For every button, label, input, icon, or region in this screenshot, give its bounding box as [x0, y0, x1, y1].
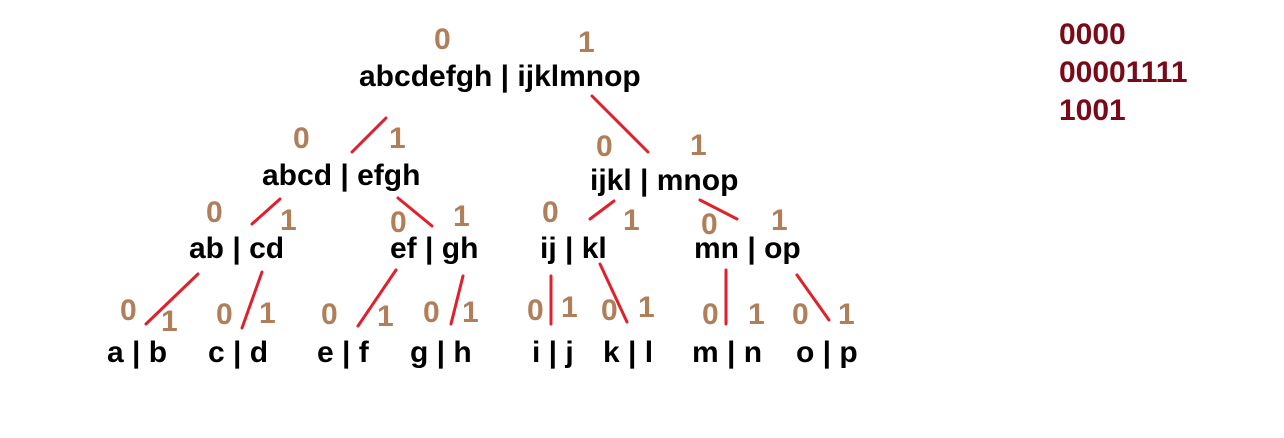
code-line-3: 1001 [1059, 94, 1126, 127]
bit-ij-right: 1 [623, 204, 640, 237]
leaf-a-b: a | b [107, 336, 168, 369]
node-abcd-efgh: abcd | efgh [262, 159, 421, 192]
bit-cd-leaf-left: 0 [216, 298, 233, 331]
node-ijkl-mnop: ijkl | mnop [590, 164, 739, 197]
edge-ef-right [449, 274, 465, 326]
leaf-c-d: c | d [208, 336, 269, 369]
bit-op-leaf-right: 1 [838, 298, 855, 331]
bit-gh-leaf-right: 1 [462, 296, 479, 329]
leaf-m-n: m | n [692, 336, 763, 369]
code-line-1: 0000 [1059, 18, 1126, 51]
leaf-g-h: g | h [410, 336, 472, 369]
bit-root-left: 0 [434, 23, 451, 56]
leaf-k-l: k | l [603, 336, 654, 369]
edge-ab-left [144, 272, 200, 326]
edge-ijkl-left [588, 199, 616, 221]
edge-ef-left [356, 268, 398, 328]
bit-ef-leaf-left: 0 [321, 298, 338, 331]
bit-cd-leaf-right: 1 [259, 297, 276, 330]
bit-kl-leaf-right: 1 [638, 291, 655, 324]
bit-ijkl-right: 1 [690, 129, 707, 162]
bit-abcd-left: 0 [293, 122, 310, 155]
edge-abcd-left [250, 197, 282, 226]
bit-mn-right: 1 [771, 204, 788, 237]
bit-ab-leaf-left: 0 [120, 294, 137, 327]
bit-ab-left: 0 [206, 196, 223, 229]
leaf-i-j: i | j [532, 336, 574, 369]
bit-ab-right: 1 [280, 204, 297, 237]
node-ef-gh: ef | gh [390, 232, 479, 265]
edge-ij-right [598, 262, 629, 324]
bit-ij-leaf-left: 0 [527, 294, 544, 327]
bit-abcd-right: 1 [389, 122, 406, 155]
edge-abcd-right [396, 196, 434, 228]
edge-root-right [590, 94, 650, 154]
node-ij-kl: ij | kl [540, 232, 607, 265]
code-line-2: 00001111 [1059, 56, 1188, 89]
edge-mn-right [795, 273, 831, 322]
edge-ijkl-right [698, 198, 739, 221]
edge-ab-right [240, 270, 264, 330]
bit-ijkl-left: 0 [596, 130, 613, 163]
root-node: abcdefgh | ijklmnop [359, 60, 641, 93]
bit-root-right: 1 [578, 26, 595, 59]
edge-root-left [350, 116, 388, 154]
bit-op-leaf-left: 0 [792, 298, 809, 331]
bit-ef-right: 1 [453, 200, 470, 233]
node-mn-op: mn | op [694, 232, 801, 265]
bit-ef-left: 0 [390, 206, 407, 239]
leaf-e-f: e | f [317, 336, 369, 369]
bit-gh-leaf-left: 0 [423, 296, 440, 329]
bit-mn-left: 0 [701, 208, 718, 241]
bit-kl-leaf-left: 0 [601, 294, 618, 327]
bit-mn-leaf-right: 1 [748, 298, 765, 331]
bit-mn-leaf-left: 0 [702, 298, 719, 331]
leaf-o-p: o | p [796, 336, 858, 369]
bit-ij-leaf-right: 1 [561, 291, 578, 324]
bit-ef-leaf-right: 1 [377, 300, 394, 333]
node-ab-cd: ab | cd [189, 232, 285, 265]
bit-ij-left: 0 [542, 196, 559, 229]
bit-ab-leaf-right: 1 [161, 305, 178, 338]
